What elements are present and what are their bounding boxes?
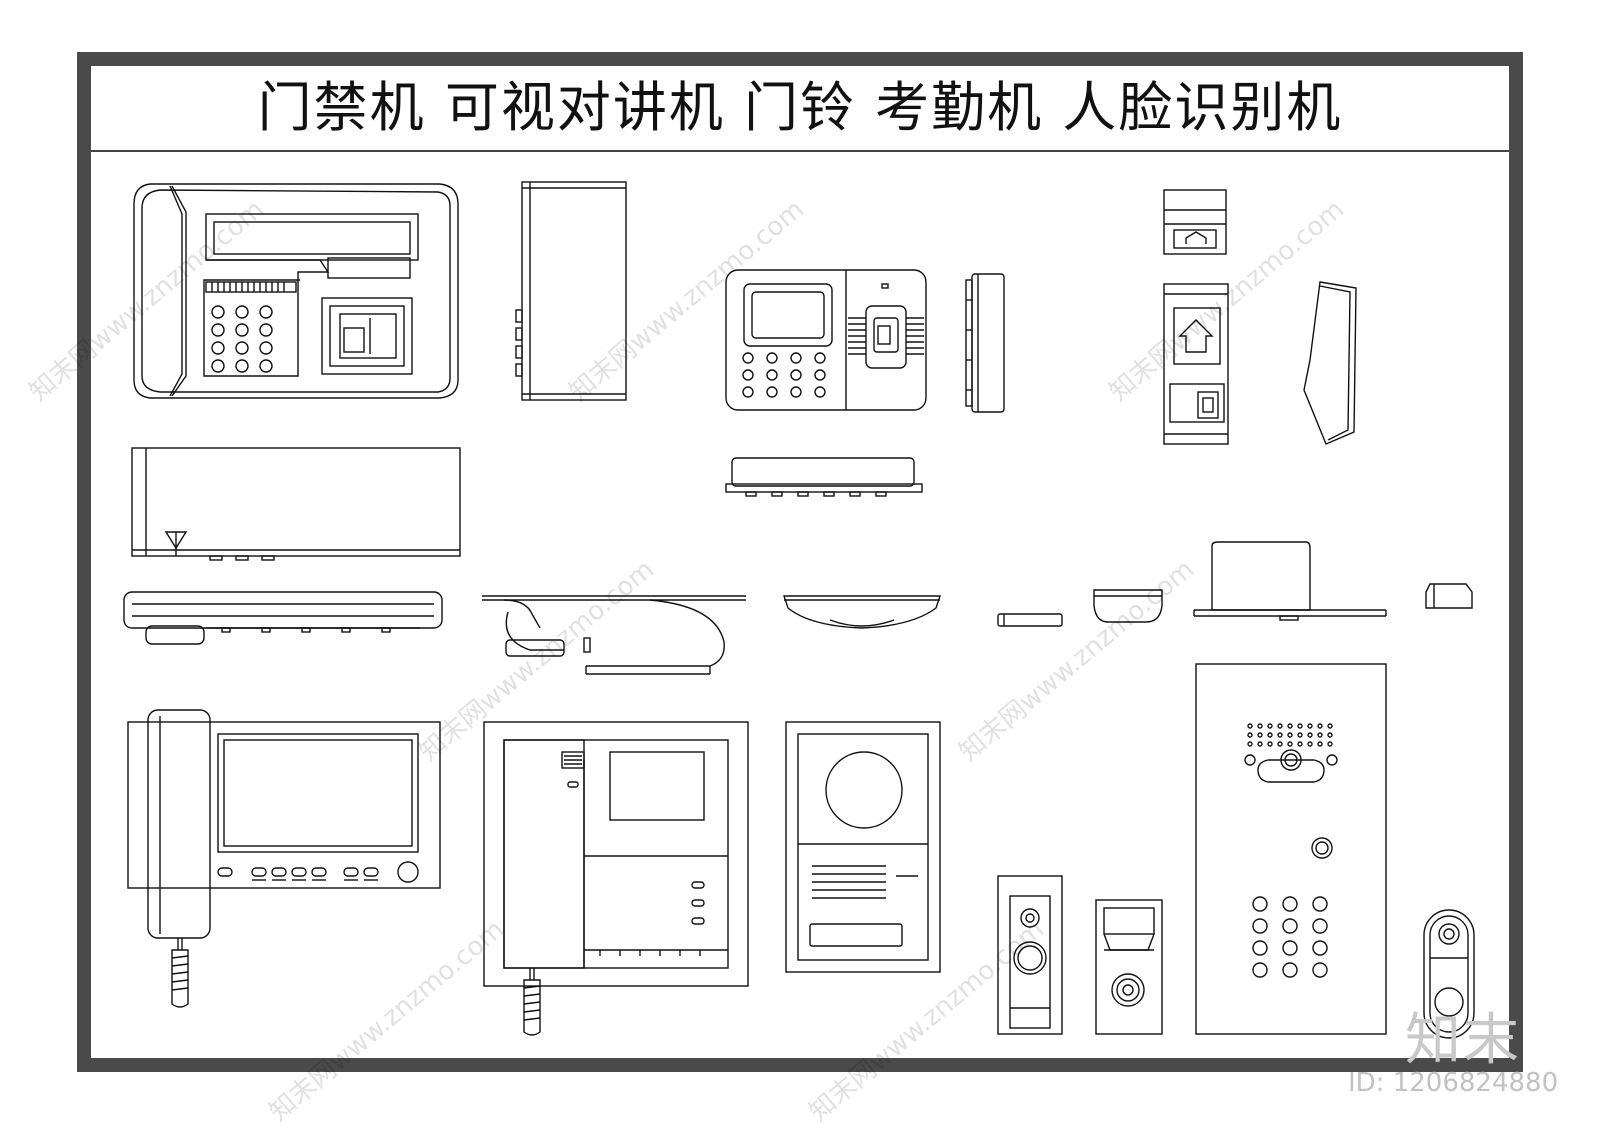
watermark-id: ID: 1206824880 xyxy=(1348,1068,1559,1098)
doorbell-with-camera xyxy=(1095,899,1163,1035)
access-terminal-side-view xyxy=(515,181,627,401)
attendance-machine-side-view xyxy=(965,273,1005,413)
drawing-title: 门禁机 可视对讲机 门铃 考勤机 人脸识别机 xyxy=(257,76,1343,139)
monitor-wall-mount-side-view xyxy=(482,595,746,675)
handset-cradle-side-view xyxy=(123,591,443,645)
small-sensor-side-view xyxy=(1425,583,1473,609)
attendance-machine-bottom-view xyxy=(725,457,923,497)
keypad-door-station xyxy=(1195,663,1387,1035)
chime-unit-side-view xyxy=(1093,589,1163,623)
video-door-station xyxy=(785,721,941,973)
fingerprint-access-terminal-front xyxy=(133,183,459,399)
card-reader-top-view xyxy=(1163,189,1227,255)
drawing-sheet-frame: 门禁机 可视对讲机 门铃 考勤机 人脸识别机 xyxy=(77,52,1523,1072)
title-band: 门禁机 可视对讲机 门铃 考勤机 人脸识别机 xyxy=(91,66,1509,152)
attendance-machine-front xyxy=(725,269,927,411)
controller-box-top-view xyxy=(131,447,461,561)
video-intercom-monitor-large xyxy=(127,709,441,1008)
smart-doorbell-pill xyxy=(1423,909,1475,1039)
chime-low-profile-side-view xyxy=(997,613,1063,627)
door-station-side-view xyxy=(1193,541,1387,621)
watermark-logo: 知末 xyxy=(1405,1008,1521,1073)
doorbell-button-side-view xyxy=(783,595,941,629)
doorbell-panel-tall xyxy=(997,875,1063,1035)
card-reader-side-profile xyxy=(1303,281,1357,445)
video-intercom-monitor-framed xyxy=(483,721,749,1036)
card-reader-front-view xyxy=(1163,283,1229,445)
